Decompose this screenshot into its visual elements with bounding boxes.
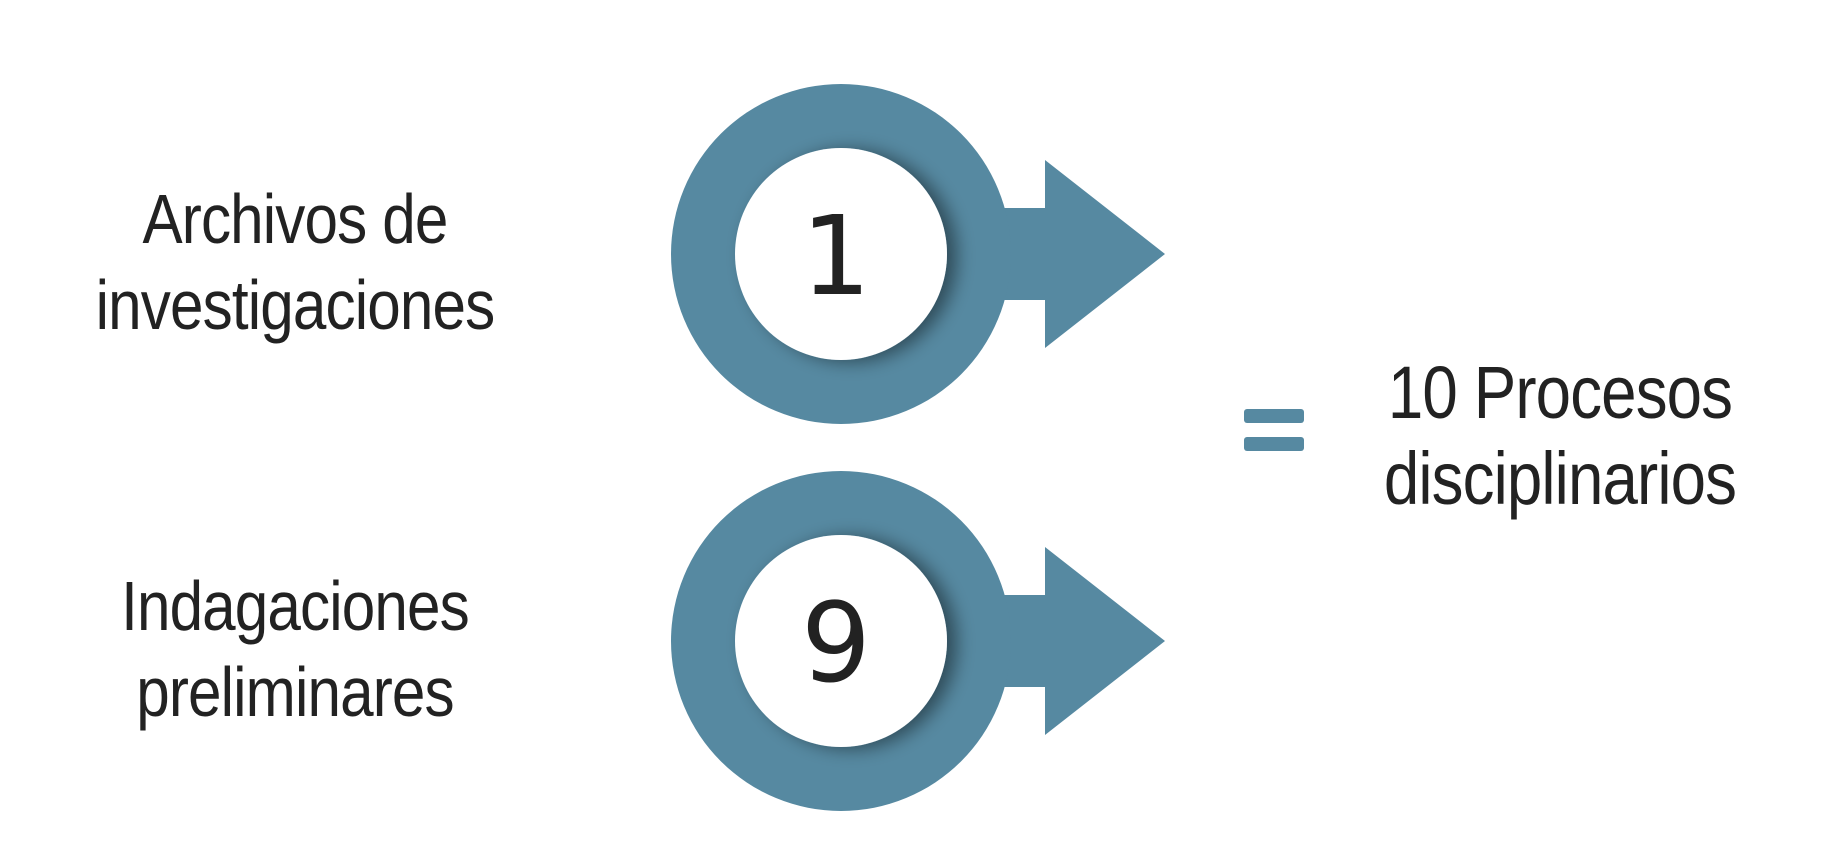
item-label-2-line-2: preliminares bbox=[136, 653, 454, 731]
inner-disc-2 bbox=[735, 535, 947, 747]
result-label-line-1: 10 Procesos bbox=[1387, 351, 1733, 434]
arrow-shape-1 bbox=[990, 160, 1165, 348]
item-label-1-line-2: investigaciones bbox=[95, 266, 496, 344]
result-label-line-2: disciplinarios bbox=[1383, 437, 1737, 520]
ring-arrow-2: 9 bbox=[671, 471, 1165, 811]
equals-bar-bottom bbox=[1244, 437, 1304, 451]
item-label-2-line-1: Indagaciones bbox=[121, 567, 470, 645]
ring-arrow-1: 1 bbox=[671, 84, 1165, 424]
circle-number-1: 1 bbox=[801, 192, 871, 320]
equals-bar-top bbox=[1244, 409, 1304, 423]
item-label-1: Archivos de investigaciones bbox=[50, 176, 540, 348]
item-label-2: Indagaciones preliminares bbox=[50, 563, 540, 735]
arrow-shape-2 bbox=[990, 547, 1165, 735]
circle-number-2: 9 bbox=[801, 579, 871, 707]
inner-disc-1 bbox=[735, 148, 947, 360]
item-label-1-line-1: Archivos de bbox=[142, 180, 448, 258]
equals-sign bbox=[1244, 409, 1304, 451]
result-label: 10 Procesos disciplinarios bbox=[1328, 350, 1792, 522]
